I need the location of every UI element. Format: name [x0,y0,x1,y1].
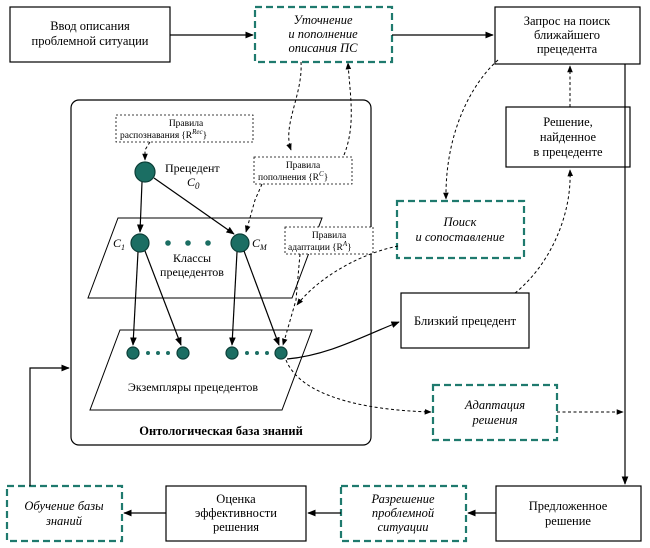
refine-line2: и пополнение [288,27,358,41]
instance-node [126,346,140,360]
edge-cm-inst3 [229,251,238,346]
arrow-search-rules-adaptation [296,245,399,306]
precedent-c0-node [134,161,156,183]
instance-dot [265,351,269,355]
instance-node [225,346,239,360]
resolution-line3: ситуации [377,520,428,534]
instance-dot [245,351,249,355]
rules-adaptation-line2: адаптации{RA} [288,240,352,253]
close-precedent-box [400,292,530,349]
instance-dot [166,351,170,355]
arrow-rules-to-refine [343,62,352,156]
class-dot [165,240,171,246]
precedent-label: Прецедент [165,161,220,175]
classes-label-line2: прецедентов [160,265,224,279]
resolution-line1: Разрешение [370,492,435,506]
class-c1-node [130,233,150,253]
evaluation-line1: Оценка [216,492,256,506]
evaluation-line2: эффективности [195,506,277,520]
rules-completion-pointer [245,183,263,233]
adaptation-line2: решения [471,413,517,427]
classes-label-line1: Классы [173,251,211,265]
edge-c0-cm [153,177,235,235]
class-cm-node [230,233,250,253]
input-line1: Ввод описания [50,19,130,33]
class-dot [185,240,191,246]
instance-dot [146,351,150,355]
evaluation-box [165,485,307,542]
learning-line2: знаний [45,514,83,528]
solution-found-line2: найденное [540,130,597,144]
edge-c1-inst2 [144,250,182,346]
solution-found-line1: Решение, [543,115,593,129]
class-c1-label: C1 [113,236,125,252]
solution-found-line3: в прецеденте [533,145,603,159]
close-precedent-label: Близкий прецедент [414,314,517,328]
instances-label: Экземпляры прецедентов [128,380,259,394]
adaptation-line1: Адаптация [464,398,525,412]
instance-node [274,346,288,360]
class-cm-label: CM [252,236,268,252]
search-line1: Поиск [443,215,477,229]
instances-plane [89,329,313,411]
search-line2: и сопоставление [415,230,505,244]
instance-dot [156,351,160,355]
rules-recognition-box [115,114,254,143]
rules-completion-box [253,156,353,185]
edge-c0-c1 [136,181,144,233]
proposed-line2: решение [545,514,591,528]
arrow-instance-adaptation [285,359,432,415]
solution-found-box [505,106,631,168]
proposed-line1: Предложенное [529,499,608,513]
knowledge-base-title: Онтологическая база знаний [139,424,303,438]
proposed-box [495,485,642,542]
query-box [494,6,641,65]
adaptation-box [431,383,559,442]
edge-c1-inst1 [130,251,139,346]
query-line2: ближайшего [534,28,600,42]
edge-cm-inst4 [243,250,280,346]
rules-adaptation-pointer [282,253,301,346]
precedent-symbol: C0 [187,175,200,191]
rules-adaptation-line1: Правила [312,231,347,241]
evaluation-line3: решения [213,520,259,534]
rules-recognition-line2: распознавания{RRec} [120,128,207,141]
rules-completion-line1: Правила [286,161,321,171]
arrow-query-search [443,59,499,200]
search-box [395,199,526,260]
resolution-line2: проблемной [372,506,435,520]
arrow-close-to-solution [514,169,574,294]
refine-line1: Уточнение [293,13,353,27]
query-line1: Запрос на поиск [524,14,611,28]
learning-box [5,484,124,543]
rules-adaptation-box [284,226,374,255]
instance-dot [255,351,259,355]
query-line3: прецедента [537,42,598,56]
rules-recognition-line1: Правила [169,119,204,129]
arrow-instance-close-precedent [286,321,400,360]
learning-line1: Обучение базы [24,499,104,513]
input-line2: проблемной ситуации [32,34,149,48]
resolution-box [339,484,468,543]
instance-node [176,346,190,360]
class-dot [205,240,211,246]
rules-completion-line2: пополнения{RC} [258,170,328,183]
refine-line3: описания ПС [289,41,359,55]
refine-box [253,5,394,64]
arrow-learning-kb [29,364,70,486]
